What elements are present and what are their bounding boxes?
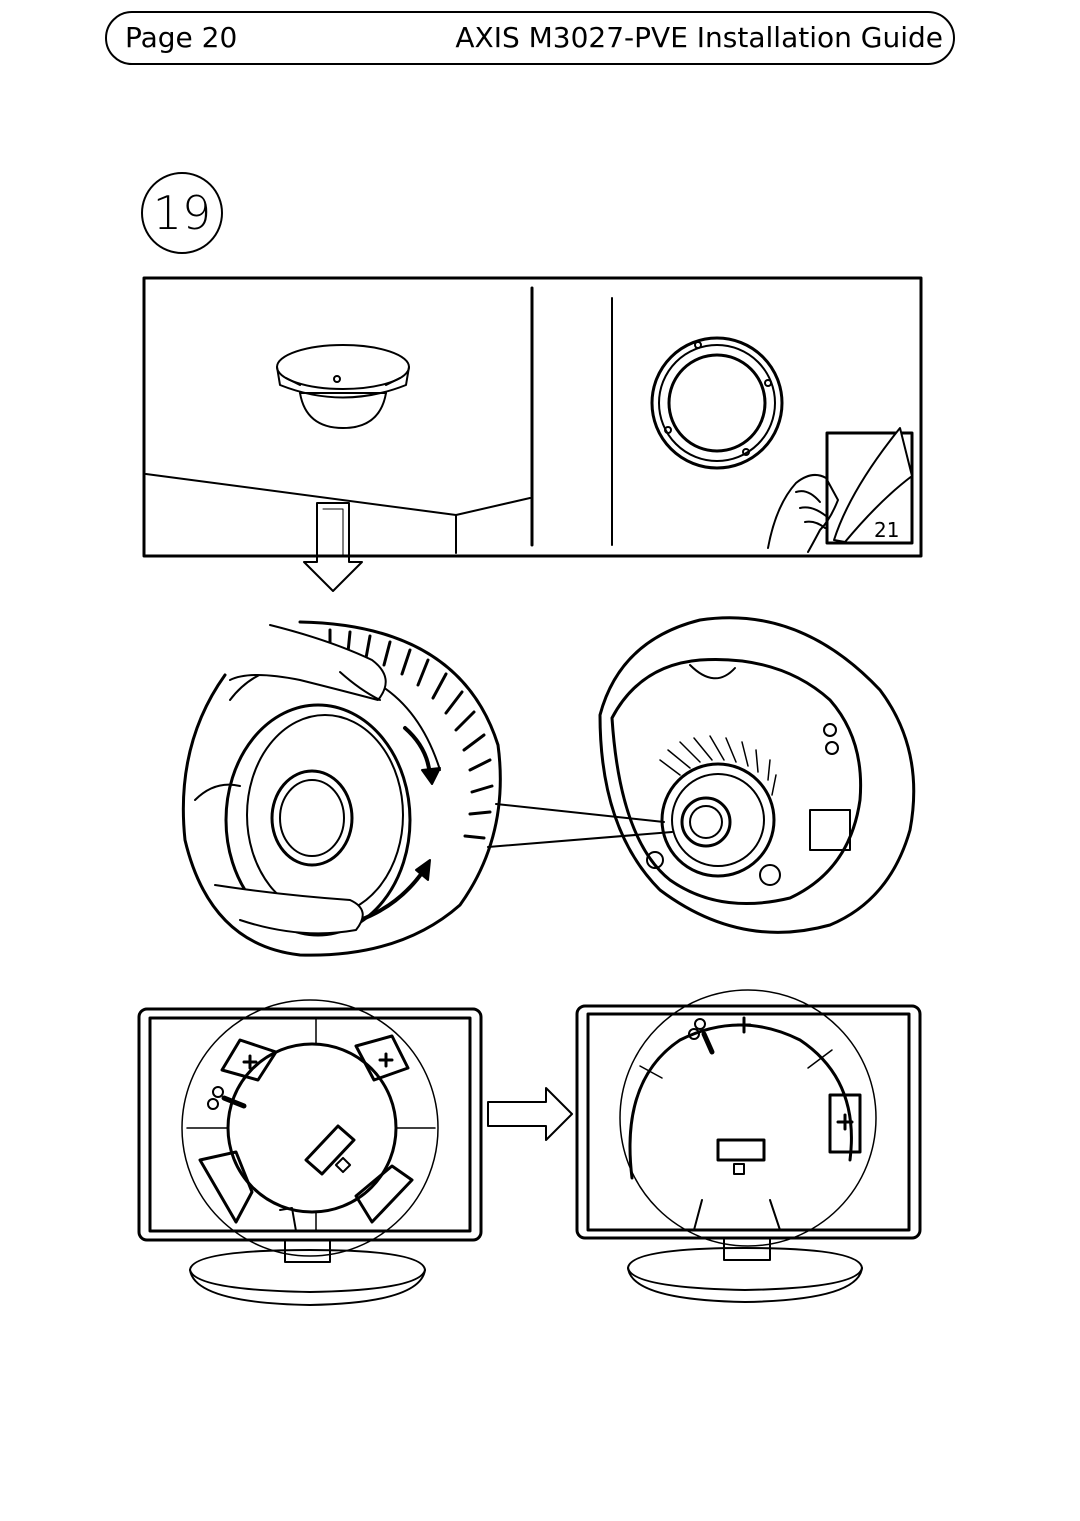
page-header: Page 20 AXIS M3027-PVE Installation Guid… [105, 11, 955, 65]
monitor-before-icon [137, 999, 483, 1306]
arrow-down-icon [303, 502, 363, 592]
page-reference-icon [767, 427, 914, 553]
dome-camera-bottom-view-icon [650, 336, 784, 470]
monitor-after-icon [575, 989, 922, 1303]
step-number-badge: 19 [141, 172, 223, 254]
page-reference-number: 21 [874, 518, 899, 542]
zoom-connector-line [495, 803, 665, 823]
dome-camera-mounted-icon [276, 344, 410, 429]
camera-internals-icon [598, 616, 916, 934]
ceiling-corner-drawing [145, 473, 531, 554]
top-panel-frame [142, 276, 923, 558]
guide-title: AXIS M3027-PVE Installation Guide [455, 21, 943, 54]
page-number: Page 20 [125, 21, 238, 54]
lens-rotation-detail [181, 620, 502, 957]
arrow-right-icon [487, 1087, 573, 1141]
